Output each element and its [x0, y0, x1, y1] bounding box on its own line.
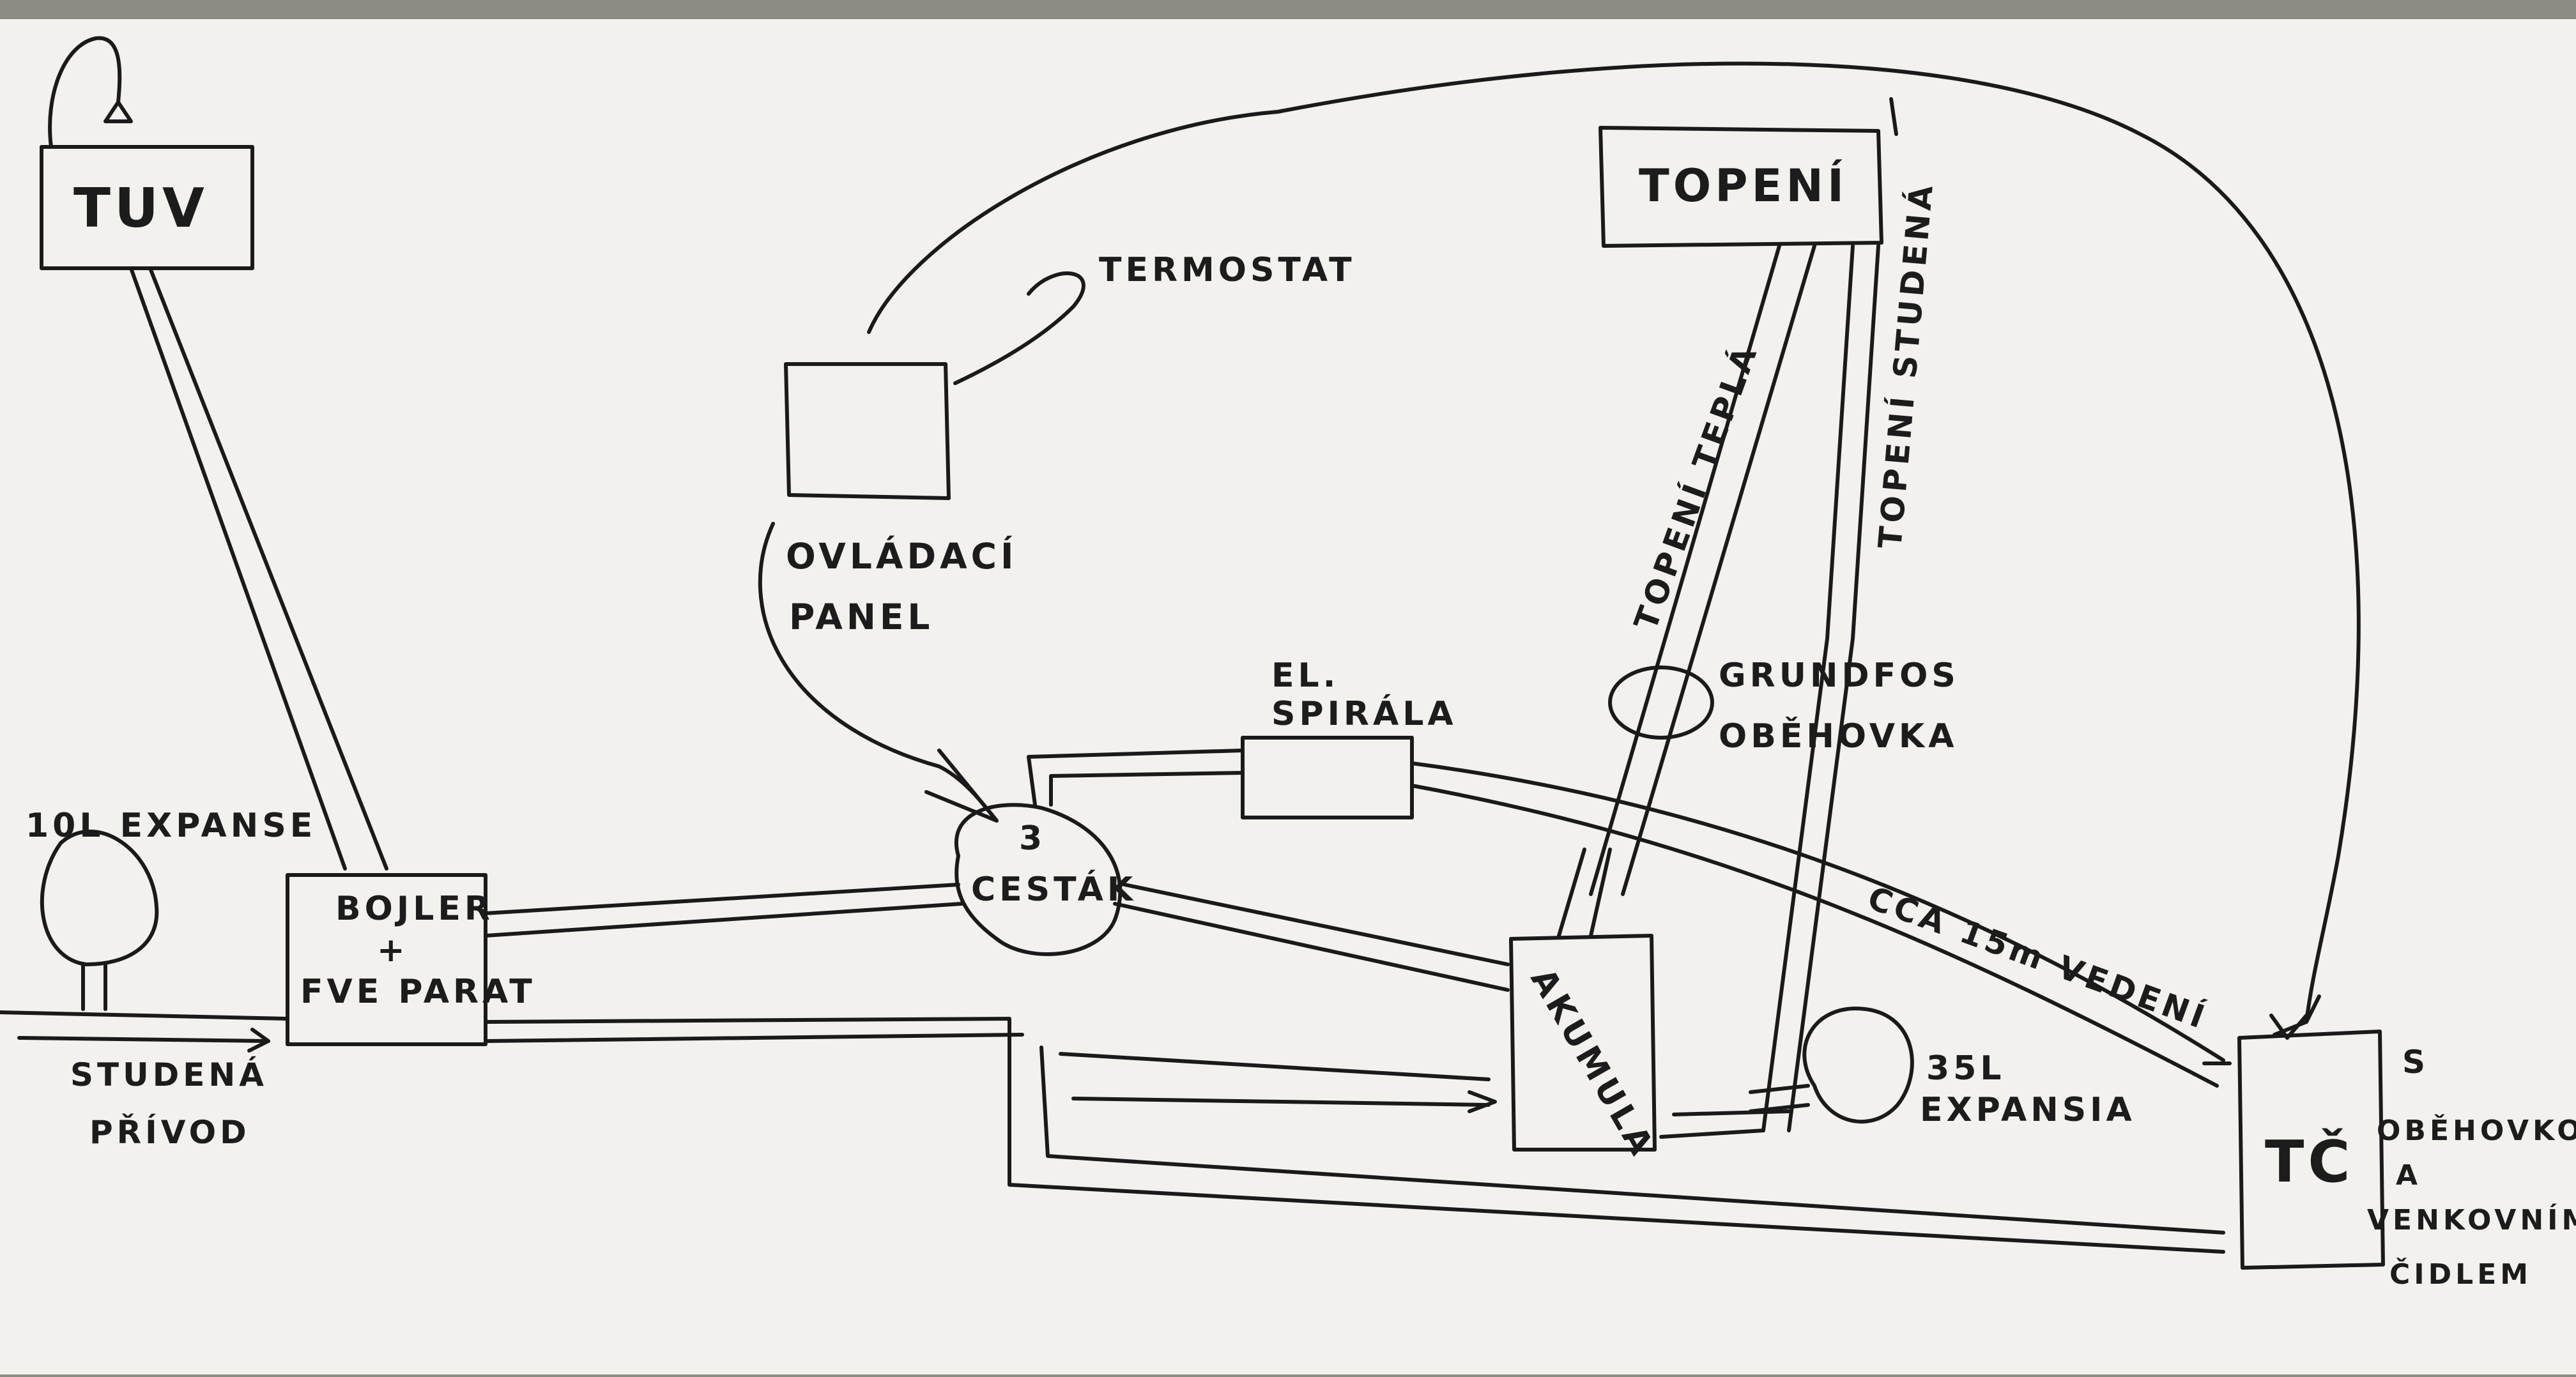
- tuv-box: [40, 145, 254, 270]
- thermostat-label: TERMOSTAT: [1099, 251, 1356, 289]
- heat-pump-note-1: S: [2402, 1044, 2429, 1081]
- pipe-bojler-cestak-b: [484, 902, 963, 938]
- three-way-valve: 3 CESTÁK: [954, 803, 1137, 956]
- expanse-35l-pipe: [1749, 1084, 1810, 1094]
- accumulation-tank-box: [1509, 934, 1657, 1152]
- inlet-arrow-icon: [247, 1028, 270, 1053]
- heat-pump-inlet-arrow-icon: [2269, 1014, 2308, 1040]
- cold-inlet-label-2: PŘÍVOD: [89, 1113, 250, 1151]
- pipe-cestak-tc-lower: [1049, 771, 2219, 1088]
- heat-pump-note-5: ČIDLEM: [2389, 1257, 2532, 1291]
- heat-pump-note-2: OBĚHOVKOU: [2377, 1113, 2576, 1147]
- pipe-bojler-return-b: [484, 1033, 1024, 1043]
- electric-spiral-label-1: EL.: [1271, 657, 1339, 695]
- pipe-heating-cold-foot: [1659, 1129, 1765, 1139]
- expanse-35l-vessel: [1802, 1007, 1914, 1123]
- expanse-10l-vessel: [40, 829, 159, 966]
- tuv-label: TUV: [73, 177, 208, 240]
- control-panel-box: [784, 362, 951, 500]
- cold-inlet-label-1: STUDENÁ: [70, 1056, 268, 1093]
- pipe-return-akumulacka-b: [1059, 1052, 1491, 1081]
- bojler-label-1: BOJLER: [335, 890, 494, 928]
- thermostat-wire: [953, 271, 1085, 385]
- fabric-strip: [0, 0, 2576, 19]
- accumulation-pipe-top-a: [1557, 848, 1586, 938]
- electric-spiral-box: [1241, 736, 1414, 819]
- heat-pump-label: TČ: [2265, 1127, 2354, 1196]
- signal-cable-arrow-icon: [2273, 994, 2321, 1037]
- three-way-valve-body: [954, 803, 1123, 956]
- bojler-box: [286, 873, 487, 1046]
- pipe-akumulacka-arrow-icon: [1468, 1090, 1497, 1113]
- three-way-valve-label-2: CESTÁK: [971, 870, 1137, 909]
- pipe-heating-cold-a: [1761, 244, 1855, 1132]
- heating-box: [1598, 126, 1883, 248]
- pipe-heating-cold-b: [1787, 244, 1880, 1132]
- heating-label: TOPENÍ: [1639, 160, 1848, 212]
- heating-unit: TOPENÍ: [1598, 126, 1883, 248]
- pipe-bojler-return-a: [484, 1017, 2225, 1254]
- heat-pump-note-4: VENKOVNÍM: [2367, 1203, 2576, 1236]
- expanse-10l-label: 10L EXPANSE: [26, 807, 316, 845]
- grundfos-label-1: GRUNDFOS: [1719, 657, 1959, 695]
- tuv-unit: TUV: [40, 36, 254, 270]
- control-wire-arrow-icon: [924, 749, 999, 823]
- pipe-bojler-cestak-a: [484, 883, 960, 915]
- expanse-35l-label-1: 35L: [1926, 1049, 2005, 1088]
- expanse-35l: 35L EXPANSIA: [1749, 1007, 2136, 1129]
- three-way-valve-label-1: 3: [1019, 819, 1046, 858]
- heat-pump-box: [2237, 1030, 2385, 1270]
- shower-pipe: [48, 36, 122, 149]
- signal-cable-panel-tc: [867, 61, 2361, 1024]
- pipe-return-akumulacka-c: [1071, 1097, 1491, 1107]
- pipe-heating-warm-a: [1589, 244, 1781, 896]
- pipe-cestak-akumulacka-a: [1123, 883, 1510, 966]
- grundfos-pump: GRUNDFOS OBĚHOVKA: [1608, 657, 1959, 756]
- electric-spiral: EL. SPIRÁLA: [1241, 657, 1457, 819]
- shower-head-icon: [103, 100, 133, 123]
- grundfos-label-2: OBĚHOVKA: [1719, 717, 1958, 756]
- bojler-label-2: +: [377, 931, 409, 970]
- pipe-cold-inlet-top: [0, 1010, 289, 1021]
- pipe-tuv-bojler-b: [148, 266, 388, 871]
- electric-spiral-label-2: SPIRÁLA: [1271, 694, 1457, 733]
- grundfos-pump-icon: [1608, 666, 1714, 740]
- pipe-cestak-akumulacka-b: [1113, 902, 1510, 992]
- pipe-heating-cold-foot-b: [1672, 1109, 1791, 1116]
- pipe-cestak-tc-upper: [1027, 749, 2225, 1062]
- expanse-35l-pipe-b: [1749, 1103, 1810, 1113]
- pipe-heating-cold-tick: [1889, 97, 1898, 136]
- bojler-unit: BOJLER + FVE PARAT: [286, 873, 536, 1046]
- control-panel: OVLÁDACÍ PANEL TERMOSTAT: [758, 61, 2361, 1037]
- bojler-label-3: FVE PARAT: [300, 973, 536, 1011]
- pipe-return-akumulacka-a: [1039, 1046, 2225, 1235]
- heat-pump: TČ S OBĚHOVKOU A VENKOVNÍM ČIDLEM: [2237, 1014, 2576, 1291]
- expanse-35l-label-2: EXPANSIA: [1920, 1091, 2136, 1129]
- accumulation-pipe-top-b: [1589, 848, 1612, 938]
- expanse-10l: 10L EXPANSE: [26, 807, 316, 1011]
- control-panel-label-2: PANEL: [789, 597, 933, 637]
- heat-pump-note-3: A: [2396, 1159, 2421, 1192]
- control-panel-label-1: OVLÁDACÍ: [786, 535, 1018, 577]
- pipe-cold-inlet-bottom: [17, 1036, 270, 1043]
- pipe-tuv-bojler-a: [129, 266, 347, 871]
- pipe-heating-warm-b: [1621, 244, 1816, 896]
